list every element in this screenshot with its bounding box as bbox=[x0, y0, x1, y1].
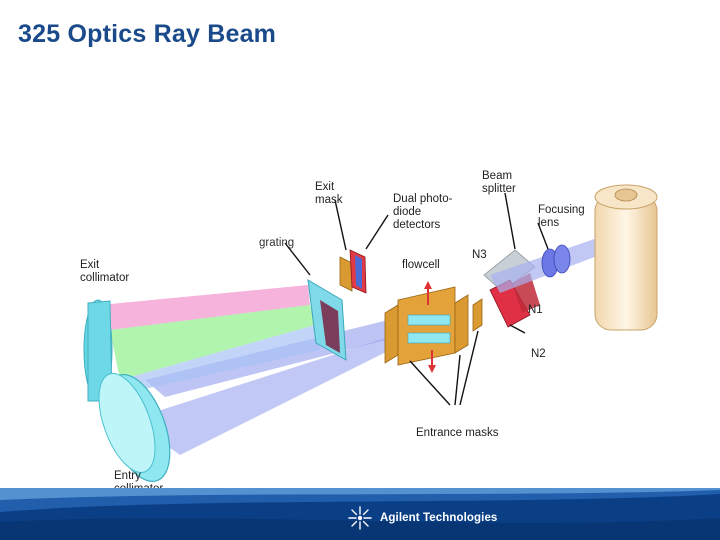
optics-illustration bbox=[83, 184, 658, 483]
agilent-brand: Agilent Technologies bbox=[348, 505, 497, 531]
label-pointers bbox=[284, 192, 549, 406]
n3-label: N3 bbox=[472, 249, 487, 261]
n2-label: N2 bbox=[531, 348, 546, 360]
exit-mask-label: Exit mask bbox=[315, 181, 343, 206]
grating-label: grating bbox=[259, 237, 295, 249]
brand-name: Agilent Technologies bbox=[380, 512, 498, 524]
entry-beam-lower bbox=[130, 335, 400, 455]
flowcell-assembly bbox=[384, 281, 483, 373]
focusing-lens bbox=[541, 244, 571, 278]
page-title: 325 Optics Ray Beam bbox=[18, 20, 277, 48]
n1-label: N1 bbox=[528, 304, 543, 316]
lamp bbox=[594, 184, 658, 331]
dual-photodiode-label: Dual photo- diode detectors bbox=[393, 193, 453, 231]
optics-diagram: Exit mask Dual photo- diode detectors Be… bbox=[70, 165, 660, 503]
green-beam bbox=[110, 305, 315, 380]
pink-beam bbox=[100, 285, 310, 330]
grating bbox=[307, 279, 347, 361]
agilent-spark-icon bbox=[348, 506, 372, 530]
flowcell-label: flowcell bbox=[402, 259, 440, 271]
focusing-lens-label: Focusing lens bbox=[538, 204, 585, 229]
exit-collimator-label: Exit collimator bbox=[80, 259, 130, 284]
entrance-masks-label: Entrance masks bbox=[416, 427, 499, 439]
photodiode-detectors bbox=[339, 249, 367, 294]
entry-collimator-mirror bbox=[98, 373, 171, 483]
beam-splitter-label: Beam splitter bbox=[482, 170, 516, 195]
blue-beam bbox=[120, 325, 320, 390]
